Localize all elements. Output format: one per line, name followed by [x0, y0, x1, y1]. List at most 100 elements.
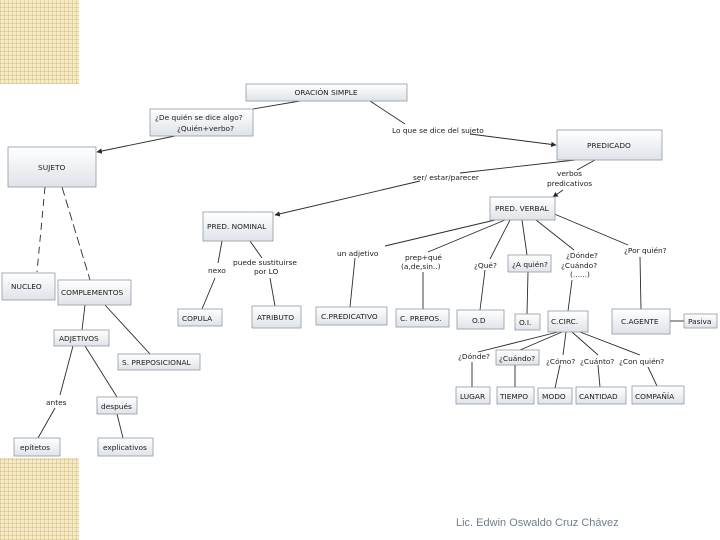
label-donde: ¿Dónde?	[566, 251, 598, 260]
svg-text:TIEMPO: TIEMPO	[499, 392, 528, 401]
connector-predverbal-porquien	[551, 212, 629, 246]
svg-text:¿Cuándo?: ¿Cuándo?	[499, 354, 535, 363]
svg-text:PRED. VERBAL: PRED. VERBAL	[495, 204, 550, 213]
node-pred-verbal: PRED. VERBAL	[489, 196, 556, 221]
svg-text:NUCLEO: NUCLEO	[11, 282, 42, 291]
svg-text:LUGAR: LUGAR	[460, 392, 485, 401]
node-tiempo: TIEMPO	[496, 386, 535, 405]
connector-complementos-sprep	[104, 304, 151, 355]
label-por-quien: ¿Por quién?	[624, 246, 667, 255]
node-cantidad: CANTIDAD	[575, 386, 627, 405]
svg-text:Pasiva: Pasiva	[688, 317, 711, 326]
label-prep-que: prep+qué	[405, 253, 442, 262]
svg-text:ORACIÓN SIMPLE: ORACIÓN SIMPLE	[294, 88, 357, 97]
connector-ser-prednominal	[274, 180, 421, 217]
svg-text:¿Quién+verbo?: ¿Quién+verbo?	[177, 124, 234, 133]
node-de-quien: ¿De quién se dice algo? ¿Quién+verbo?	[149, 108, 254, 137]
node-epitetos: epítetos	[13, 437, 61, 457]
connector-oracion-dequien	[252, 100, 301, 110]
node-nucleo: NUCLEO	[1, 272, 56, 301]
label-que: ¿Qué?	[474, 261, 497, 270]
connector-predicado-ser	[459, 159, 576, 174]
connector-complementos-adjetivos	[81, 304, 86, 331]
connector-nexo-copula	[201, 277, 216, 310]
node-c-agente: C.AGENTE	[611, 308, 671, 335]
connector-ccirc-como	[562, 331, 567, 356]
svg-text:SUJETO: SUJETO	[38, 163, 65, 172]
svg-text:O.D: O.D	[472, 316, 486, 325]
svg-text:COMPLEMENTOS: COMPLEMENTOS	[61, 288, 124, 297]
node-explicativos: explicativos	[97, 437, 154, 457]
connector-adjetivos-despues	[84, 345, 118, 398]
connector-ccirc-cuanto	[571, 331, 599, 356]
svg-text:epítetos: epítetos	[20, 443, 50, 452]
node-oracion-simple: ORACIÓN SIMPLE	[245, 83, 408, 102]
label-verbos: verbos	[557, 169, 582, 178]
connector-porquien-cagente	[639, 256, 642, 310]
corner-pattern-bottom	[0, 458, 79, 540]
svg-text:PREDICADO: PREDICADO	[587, 141, 631, 150]
node-copula: COPULA	[177, 308, 223, 327]
node-c-prepos: C. PREPOS.	[395, 308, 450, 328]
label-ser-estar: ser/ estar/parecer	[413, 173, 480, 182]
svg-text:S. PREPOSICIONAL: S. PREPOSICIONAL	[122, 358, 192, 367]
connector-prednominal-nexo	[217, 240, 223, 264]
node-pred-nominal: PRED. NOMINAL	[202, 211, 274, 242]
node-compania: COMPAÑÍA	[631, 385, 685, 405]
label-prep-list: (a,de,sin..)	[401, 262, 441, 271]
svg-text:MODO: MODO	[542, 392, 566, 401]
connector-sujeto-nucleo	[36, 186, 46, 273]
label-predicativos: predicativos	[547, 179, 592, 188]
svg-text:ATRIBUTO: ATRIBUTO	[257, 313, 294, 322]
connector-donde-ccirc	[567, 279, 573, 312]
connector-adjetivo-cpredicativo	[349, 257, 356, 308]
node-od: O.D	[456, 309, 505, 330]
connector-verbos-predverbal	[552, 189, 564, 198]
connector-como-modo	[554, 364, 561, 389]
svg-text:COMPAÑÍA: COMPAÑÍA	[635, 392, 674, 401]
svg-text:O.I.: O.I.	[519, 318, 531, 327]
node-adjetivos: ADJETIVOS	[53, 329, 110, 347]
connector-lo-que-predicado	[469, 133, 557, 148]
node-complementos: COMPLEMENTOS	[57, 279, 132, 306]
connector-predverbal-aquien	[521, 219, 528, 256]
connector-antes-epitetos	[37, 407, 56, 439]
node-lugar: LUGAR	[455, 386, 491, 405]
node-c-predicativo: C.PREDICATIVO	[315, 306, 388, 326]
svg-text:C.AGENTE: C.AGENTE	[621, 317, 659, 326]
connector-aquien-oi	[526, 271, 529, 315]
node-predicado: PREDICADO	[556, 129, 663, 161]
connector-que-od	[479, 269, 486, 311]
connector-predicado-verbos	[576, 159, 596, 171]
label-con-quien: ¿Con quién?	[619, 357, 664, 366]
connector-conquien-compania	[647, 366, 658, 387]
connector-ccirc-cuando	[519, 331, 563, 351]
svg-text:explicativos: explicativos	[103, 443, 147, 452]
node-cuando: ¿Cuándo?	[495, 349, 540, 366]
connector-puede-atributo	[269, 277, 276, 307]
connector-predverbal-que	[489, 219, 511, 260]
corner-pattern-top	[0, 0, 79, 84]
connector-dequien-sujeto	[96, 135, 176, 154]
label-ellipsis: (......)	[570, 270, 590, 279]
label-lo-que-se-dice: Lo que se dice del sujeto	[392, 126, 484, 135]
node-despues: después	[96, 396, 138, 415]
svg-text:C.CIRC.: C.CIRC.	[551, 317, 578, 326]
connector-ccirc-conquien	[579, 331, 641, 356]
svg-text:¿De quién se dice algo?: ¿De quién se dice algo?	[155, 113, 243, 122]
connector-despues-explicativos	[116, 413, 124, 439]
label-como: ¿Cómo?	[546, 357, 575, 366]
node-oi: O.I.	[514, 313, 541, 331]
node-s-preposicional: S. PREPOSICIONAL	[117, 353, 201, 371]
link-labels: Lo que se dice del sujeto ser/ estar/par…	[46, 126, 667, 407]
svg-text:PRED. NOMINAL: PRED. NOMINAL	[207, 222, 267, 231]
label-cuanto: ¿Cuánto?	[580, 357, 614, 366]
node-sujeto: SUJETO	[7, 146, 97, 188]
connector-predverbal-prepque	[427, 219, 506, 253]
svg-text:ADJETIVOS: ADJETIVOS	[59, 334, 99, 343]
node-a-quien: ¿A quién?	[507, 254, 552, 273]
label-un-adjetivo: un adjetivo	[337, 249, 379, 258]
svg-text:COPULA: COPULA	[182, 314, 212, 323]
node-atributo: ATRIBUTO	[251, 305, 302, 329]
